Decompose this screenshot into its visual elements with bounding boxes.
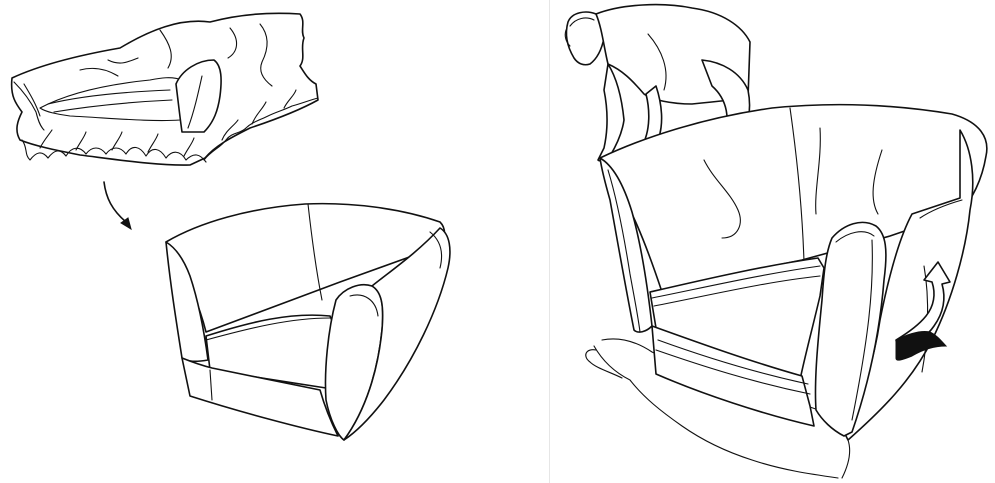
right-illustration-panel: [552, 0, 995, 483]
panel-divider: [549, 0, 550, 483]
left-illustration-panel: [0, 0, 548, 483]
curved-arrow-down-icon: [104, 182, 131, 229]
armchair-icon: [166, 204, 450, 440]
slipcover-removed-icon: [12, 13, 318, 165]
armchair-with-cover-icon: [600, 105, 987, 440]
